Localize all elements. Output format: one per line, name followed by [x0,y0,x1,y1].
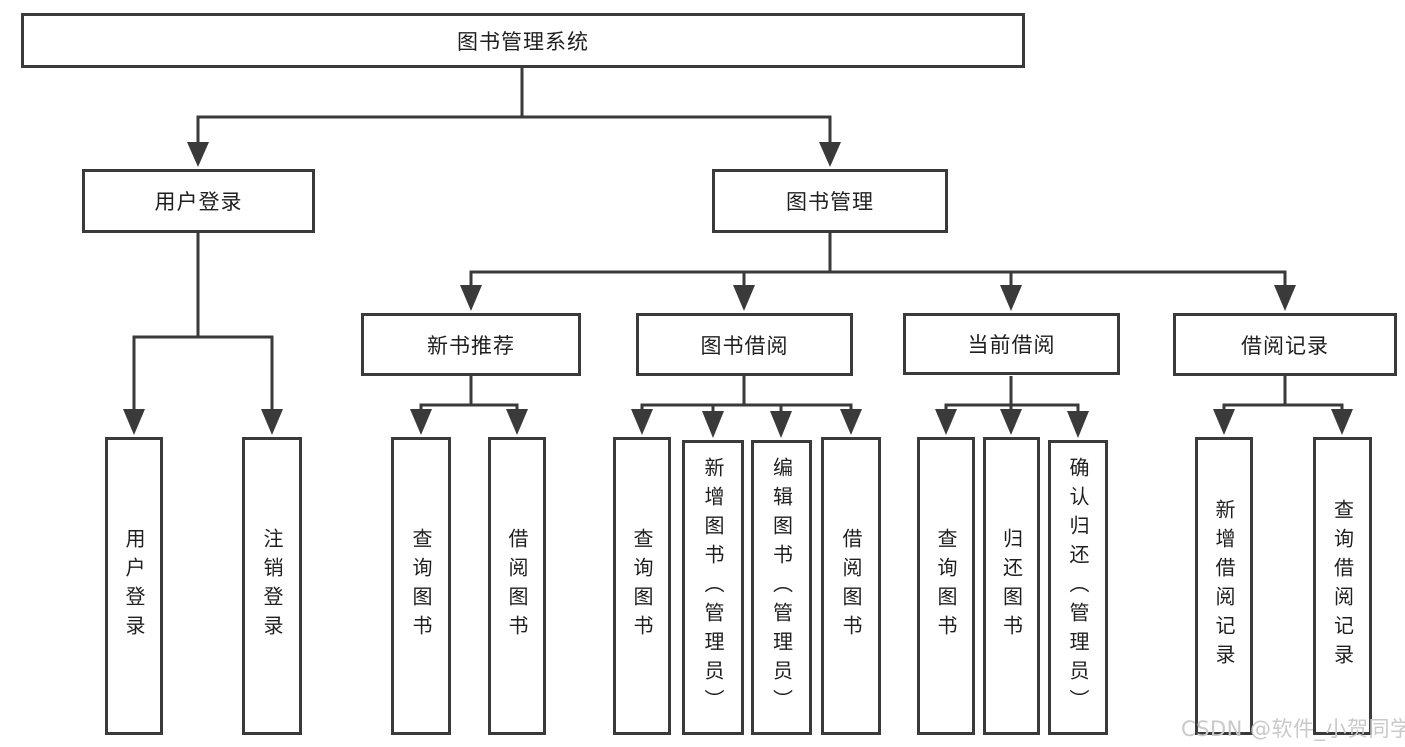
leaf-confirm-return-admin: 确认归还（管理员） [1048,440,1108,735]
csdn-watermark: CSDN @软件_小贺同学 [1181,717,1405,741]
leaf-user-login: 用户登录 [105,437,163,735]
node-borrow-records: 借阅记录 [1173,313,1397,376]
node-user-login: 用户登录 [82,169,315,233]
leaf-query-book-borrow-label: 查询图书 [630,528,654,644]
node-new-book-recommend-label: 新书推荐 [427,333,515,358]
node-root: 图书管理系统 [21,13,1025,68]
leaf-return-book-label: 归还图书 [999,528,1024,644]
leaf-edit-book-admin-label: 编辑图书（管理员） [769,457,794,718]
leaf-query-borrow-record: 查询借阅记录 [1313,437,1372,735]
node-new-book-recommend: 新书推荐 [361,313,581,376]
edge-book-borrow-children [631,376,862,438]
leaf-query-book-recommend-label: 查询图书 [409,528,433,644]
leaf-confirm-return-admin-label: 确认归还（管理员） [1066,457,1090,718]
leaf-return-book: 归还图书 [983,437,1040,735]
leaf-logout: 注销登录 [242,437,302,735]
leaf-query-borrow-record-label: 查询借阅记录 [1330,499,1355,673]
node-book-management-label: 图书管理 [786,190,874,214]
node-current-borrow-label: 当前借阅 [967,333,1056,357]
node-root-label: 图书管理系统 [457,29,589,54]
leaf-edit-book-admin: 编辑图书（管理员） [751,440,812,735]
leaf-borrow-book-label: 借阅图书 [839,528,863,644]
edge-borrow-record-children [1213,376,1353,435]
edge-current-borrow-children [935,376,1089,438]
leaf-borrow-book-recommend: 借阅图书 [488,437,546,735]
leaf-add-borrow-record: 新增借阅记录 [1195,437,1253,735]
node-book-management: 图书管理 [712,169,948,233]
node-current-borrow: 当前借阅 [903,313,1120,375]
leaf-add-borrow-record-label: 新增借阅记录 [1212,499,1236,673]
leaf-query-book-current: 查询图书 [917,437,975,735]
leaf-add-book-admin: 新增图书（管理员） [682,440,744,735]
leaf-logout-label: 注销登录 [260,528,284,644]
node-book-borrow: 图书借阅 [636,313,853,376]
node-book-borrow-label: 图书借阅 [700,333,789,358]
edge-user-login-children [123,233,283,435]
edge-new-book-children [410,376,528,435]
leaf-query-book-recommend: 查询图书 [391,437,451,735]
leaf-query-book-borrow: 查询图书 [613,437,671,735]
leaf-borrow-book-recommend-label: 借阅图书 [505,528,529,644]
leaf-borrow-book: 借阅图书 [821,437,881,735]
node-borrow-records-label: 借阅记录 [1241,333,1329,358]
node-user-login-label: 用户登录 [154,190,243,214]
edge-book-management-children [460,233,1296,311]
edge-root-to-level2 [187,66,841,167]
leaf-add-book-admin-label: 新增图书（管理员） [701,457,725,718]
leaf-user-login-label: 用户登录 [122,528,146,644]
leaf-query-book-current-label: 查询图书 [934,528,958,644]
